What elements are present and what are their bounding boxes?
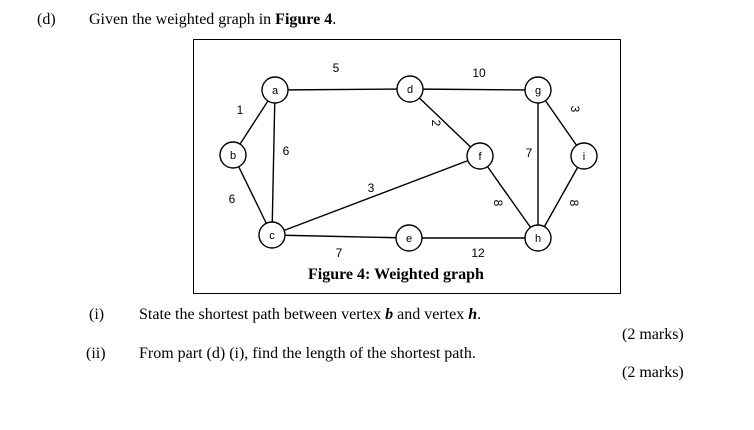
- weight-f-h: 8: [491, 200, 505, 207]
- question-label: (d): [37, 11, 56, 28]
- edge-weights: 1 6 6 5 2 10 3 7 12 8 7 3 8: [229, 61, 582, 260]
- part-i-text-pre: State the shortest path between vertex: [139, 306, 386, 323]
- svg-text:d: d: [407, 84, 413, 96]
- weight-b-c: 6: [229, 192, 236, 206]
- vertex-g: g: [524, 76, 552, 104]
- weight-b-a: 1: [237, 103, 244, 117]
- graph-vertices: a b c d e f g h i: [219, 75, 598, 252]
- vertex-c: c: [258, 221, 286, 249]
- vertex-h: h: [524, 224, 552, 252]
- figure-frame: [193, 39, 621, 294]
- weight-a-c: 6: [283, 144, 290, 158]
- edge-f-h: [479, 155, 539, 239]
- weighted-graph: a b c d e f g h i 1 6 6 5 2 10 3 7 12 8 …: [219, 61, 598, 260]
- svg-text:h: h: [535, 233, 541, 245]
- vertex-i: i: [570, 142, 598, 170]
- weight-h-i: 8: [567, 200, 581, 207]
- part-i-vertex-1: b: [385, 306, 394, 323]
- svg-text:c: c: [269, 230, 275, 242]
- part-i-marks: (2 marks): [622, 326, 684, 343]
- svg-text:b: b: [230, 150, 236, 162]
- edge-a-c: [271, 89, 276, 236]
- vertex-a: a: [261, 76, 289, 104]
- weight-c-f: 3: [368, 181, 375, 195]
- vertex-f: f: [466, 142, 494, 170]
- part-i-vertex-2: h: [468, 306, 478, 323]
- weight-g-i: 3: [568, 106, 582, 113]
- edge-b-c: [232, 154, 273, 236]
- edge-d-f: [409, 88, 481, 157]
- question-text-pre: Given the weighted graph in: [89, 11, 276, 28]
- part-ii-marks: (2 marks): [622, 364, 684, 381]
- weight-c-e: 7: [336, 246, 343, 260]
- part-ii-label: (ii): [86, 345, 106, 362]
- svg-text:g: g: [535, 85, 541, 97]
- weight-a-d: 5: [333, 61, 340, 75]
- edge-h-i: [537, 155, 585, 239]
- weight-d-g: 10: [472, 66, 486, 80]
- weight-e-h: 12: [471, 246, 485, 260]
- question-text: Given the weighted graph in Figure 4.: [89, 11, 336, 29]
- weight-d-f: 2: [429, 120, 443, 127]
- part-i-text-post: .: [477, 306, 482, 323]
- weight-g-h: 7: [526, 146, 533, 160]
- edge-c-f: [271, 155, 481, 236]
- vertex-e: e: [395, 224, 423, 252]
- question-text-post: .: [332, 11, 337, 28]
- edge-c-e: [271, 234, 410, 239]
- vertex-b: b: [219, 141, 247, 169]
- part-i-text: State the shortest path between vertex b…: [139, 306, 481, 324]
- edge-d-g: [409, 88, 539, 91]
- part-ii-text: From part (d) (i), find the length of th…: [139, 345, 476, 362]
- edge-a-d: [274, 88, 411, 91]
- svg-text:i: i: [583, 151, 585, 163]
- svg-text:a: a: [272, 85, 279, 97]
- question-figure-ref: Figure 4: [275, 11, 333, 28]
- part-i-text-mid: and vertex: [393, 306, 469, 323]
- svg-text:e: e: [406, 233, 412, 245]
- part-i-label: (i): [89, 306, 105, 323]
- figure-caption: Figure 4: Weighted graph: [308, 266, 484, 283]
- graph-edges: [232, 88, 585, 239]
- svg-text:f: f: [478, 151, 482, 163]
- vertex-d: d: [396, 75, 424, 103]
